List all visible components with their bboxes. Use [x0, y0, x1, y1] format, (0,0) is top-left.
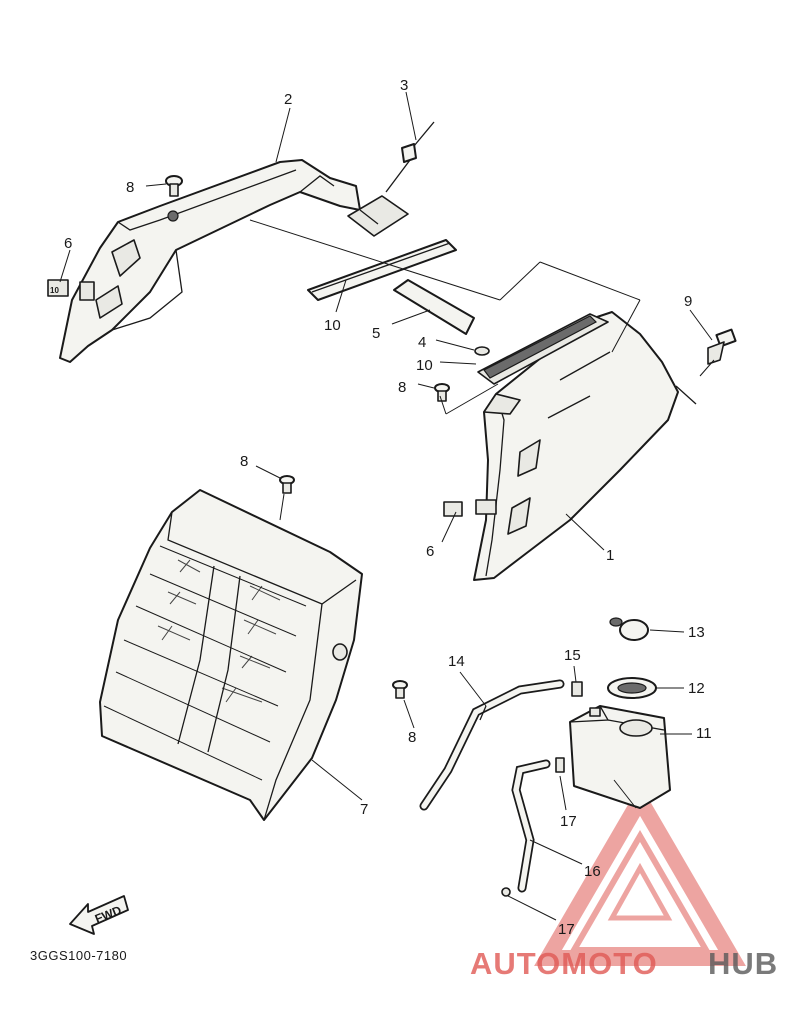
callout-8: 8	[126, 179, 134, 196]
part-15-clamp	[571, 681, 583, 697]
part-3-rivet	[385, 121, 435, 193]
leader-lines	[59, 91, 715, 921]
callout-1: 1	[606, 547, 614, 564]
callout-13: 13	[688, 624, 705, 641]
part-17-clamp-b	[501, 887, 511, 897]
part-8-bolt-b	[434, 383, 450, 402]
part-6-clip-b	[443, 499, 497, 517]
part-5-duct	[393, 279, 475, 335]
callout-12: 12	[688, 680, 705, 697]
part-4-grommet	[474, 346, 490, 356]
fwd-label: FWD	[93, 903, 124, 926]
watermark-text: AUTOMOTO HUB	[470, 946, 778, 981]
forward-arrow-icon: FWD	[69, 895, 129, 935]
part-2-upper-cowl	[59, 159, 409, 363]
callout-6: 6	[64, 235, 72, 252]
part-9-bolt	[707, 328, 737, 365]
part-10-strip-a	[307, 239, 457, 301]
callout-9: 9	[684, 293, 692, 310]
callout-6: 6	[426, 543, 434, 560]
part-8-bolt-c	[279, 475, 295, 494]
callout-5: 5	[372, 325, 380, 342]
part-16-hose	[511, 759, 551, 893]
callout-17: 17	[560, 813, 577, 830]
part-code: 3GGS100-7180	[30, 948, 127, 963]
callout-2: 2	[284, 91, 292, 108]
callout-10: 10	[324, 317, 341, 334]
callout-10: 10	[416, 357, 433, 374]
part-11-reservoir-tank	[569, 705, 671, 809]
callout-3: 3	[400, 77, 408, 94]
watermark-logo	[534, 784, 746, 966]
part-8-bolt-d	[392, 680, 408, 699]
callout-17: 17	[558, 921, 575, 938]
callout-7: 7	[360, 801, 368, 818]
part-7-radiator-grille	[99, 489, 363, 821]
callout-labels: 2 3 8 6 10 5 4 10 8 9 8 6 1 13 14 15 12 …	[64, 77, 712, 938]
part-13-cap	[609, 617, 649, 641]
part-6-clip-a: 10	[47, 279, 95, 301]
part-1-side-cowl	[473, 311, 697, 581]
part-12-seal	[607, 677, 657, 699]
callout-8: 8	[398, 379, 406, 396]
part-14-hose	[419, 679, 565, 811]
part-8-bolt-a	[165, 175, 183, 197]
watermark-word-dark: HUB	[708, 946, 778, 981]
watermark-word-light: AUTOMOTO	[470, 946, 658, 981]
callout-14: 14	[448, 653, 465, 670]
part-17-clamp-a	[555, 757, 565, 773]
callout-4: 4	[418, 334, 426, 351]
callout-16: 16	[584, 863, 601, 880]
svg-text:10: 10	[50, 286, 59, 295]
callout-15: 15	[564, 647, 581, 664]
callout-8: 8	[408, 729, 416, 746]
callout-8: 8	[240, 453, 248, 470]
callout-11: 11	[696, 725, 712, 742]
